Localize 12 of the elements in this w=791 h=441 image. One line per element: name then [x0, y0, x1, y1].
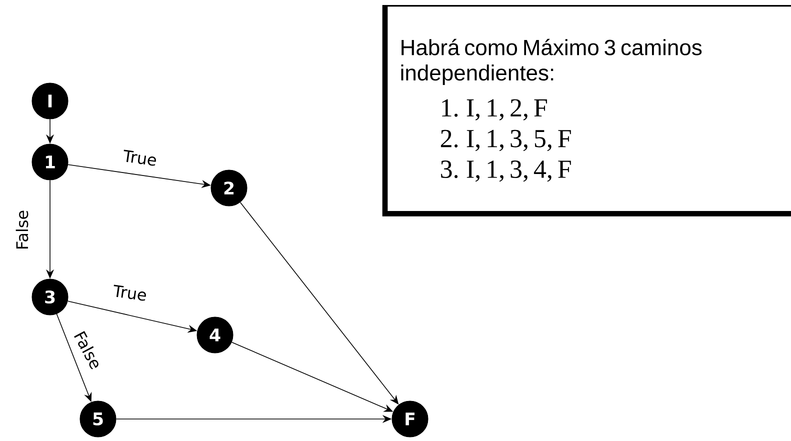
flow-node: F [392, 400, 428, 438]
edge-label: True [120, 148, 160, 168]
flow-node: 2 [210, 170, 248, 206]
flow-node: 1 [32, 144, 68, 180]
edge-label: False [71, 328, 105, 372]
flow-node: 3 [32, 278, 68, 316]
edge-label: False [14, 208, 30, 252]
text-box: Habrá como Máximo 3 caminos independientes: 1. I, 1, 2, F 2. I, 1, 3, 5, F 3. I, 1, 3, 4, F [382, 5, 791, 216]
flow-node: I [32, 82, 68, 120]
edge-label: True [110, 283, 150, 303]
flow-node: 5 [80, 400, 116, 438]
flow-node: 4 [196, 316, 234, 354]
